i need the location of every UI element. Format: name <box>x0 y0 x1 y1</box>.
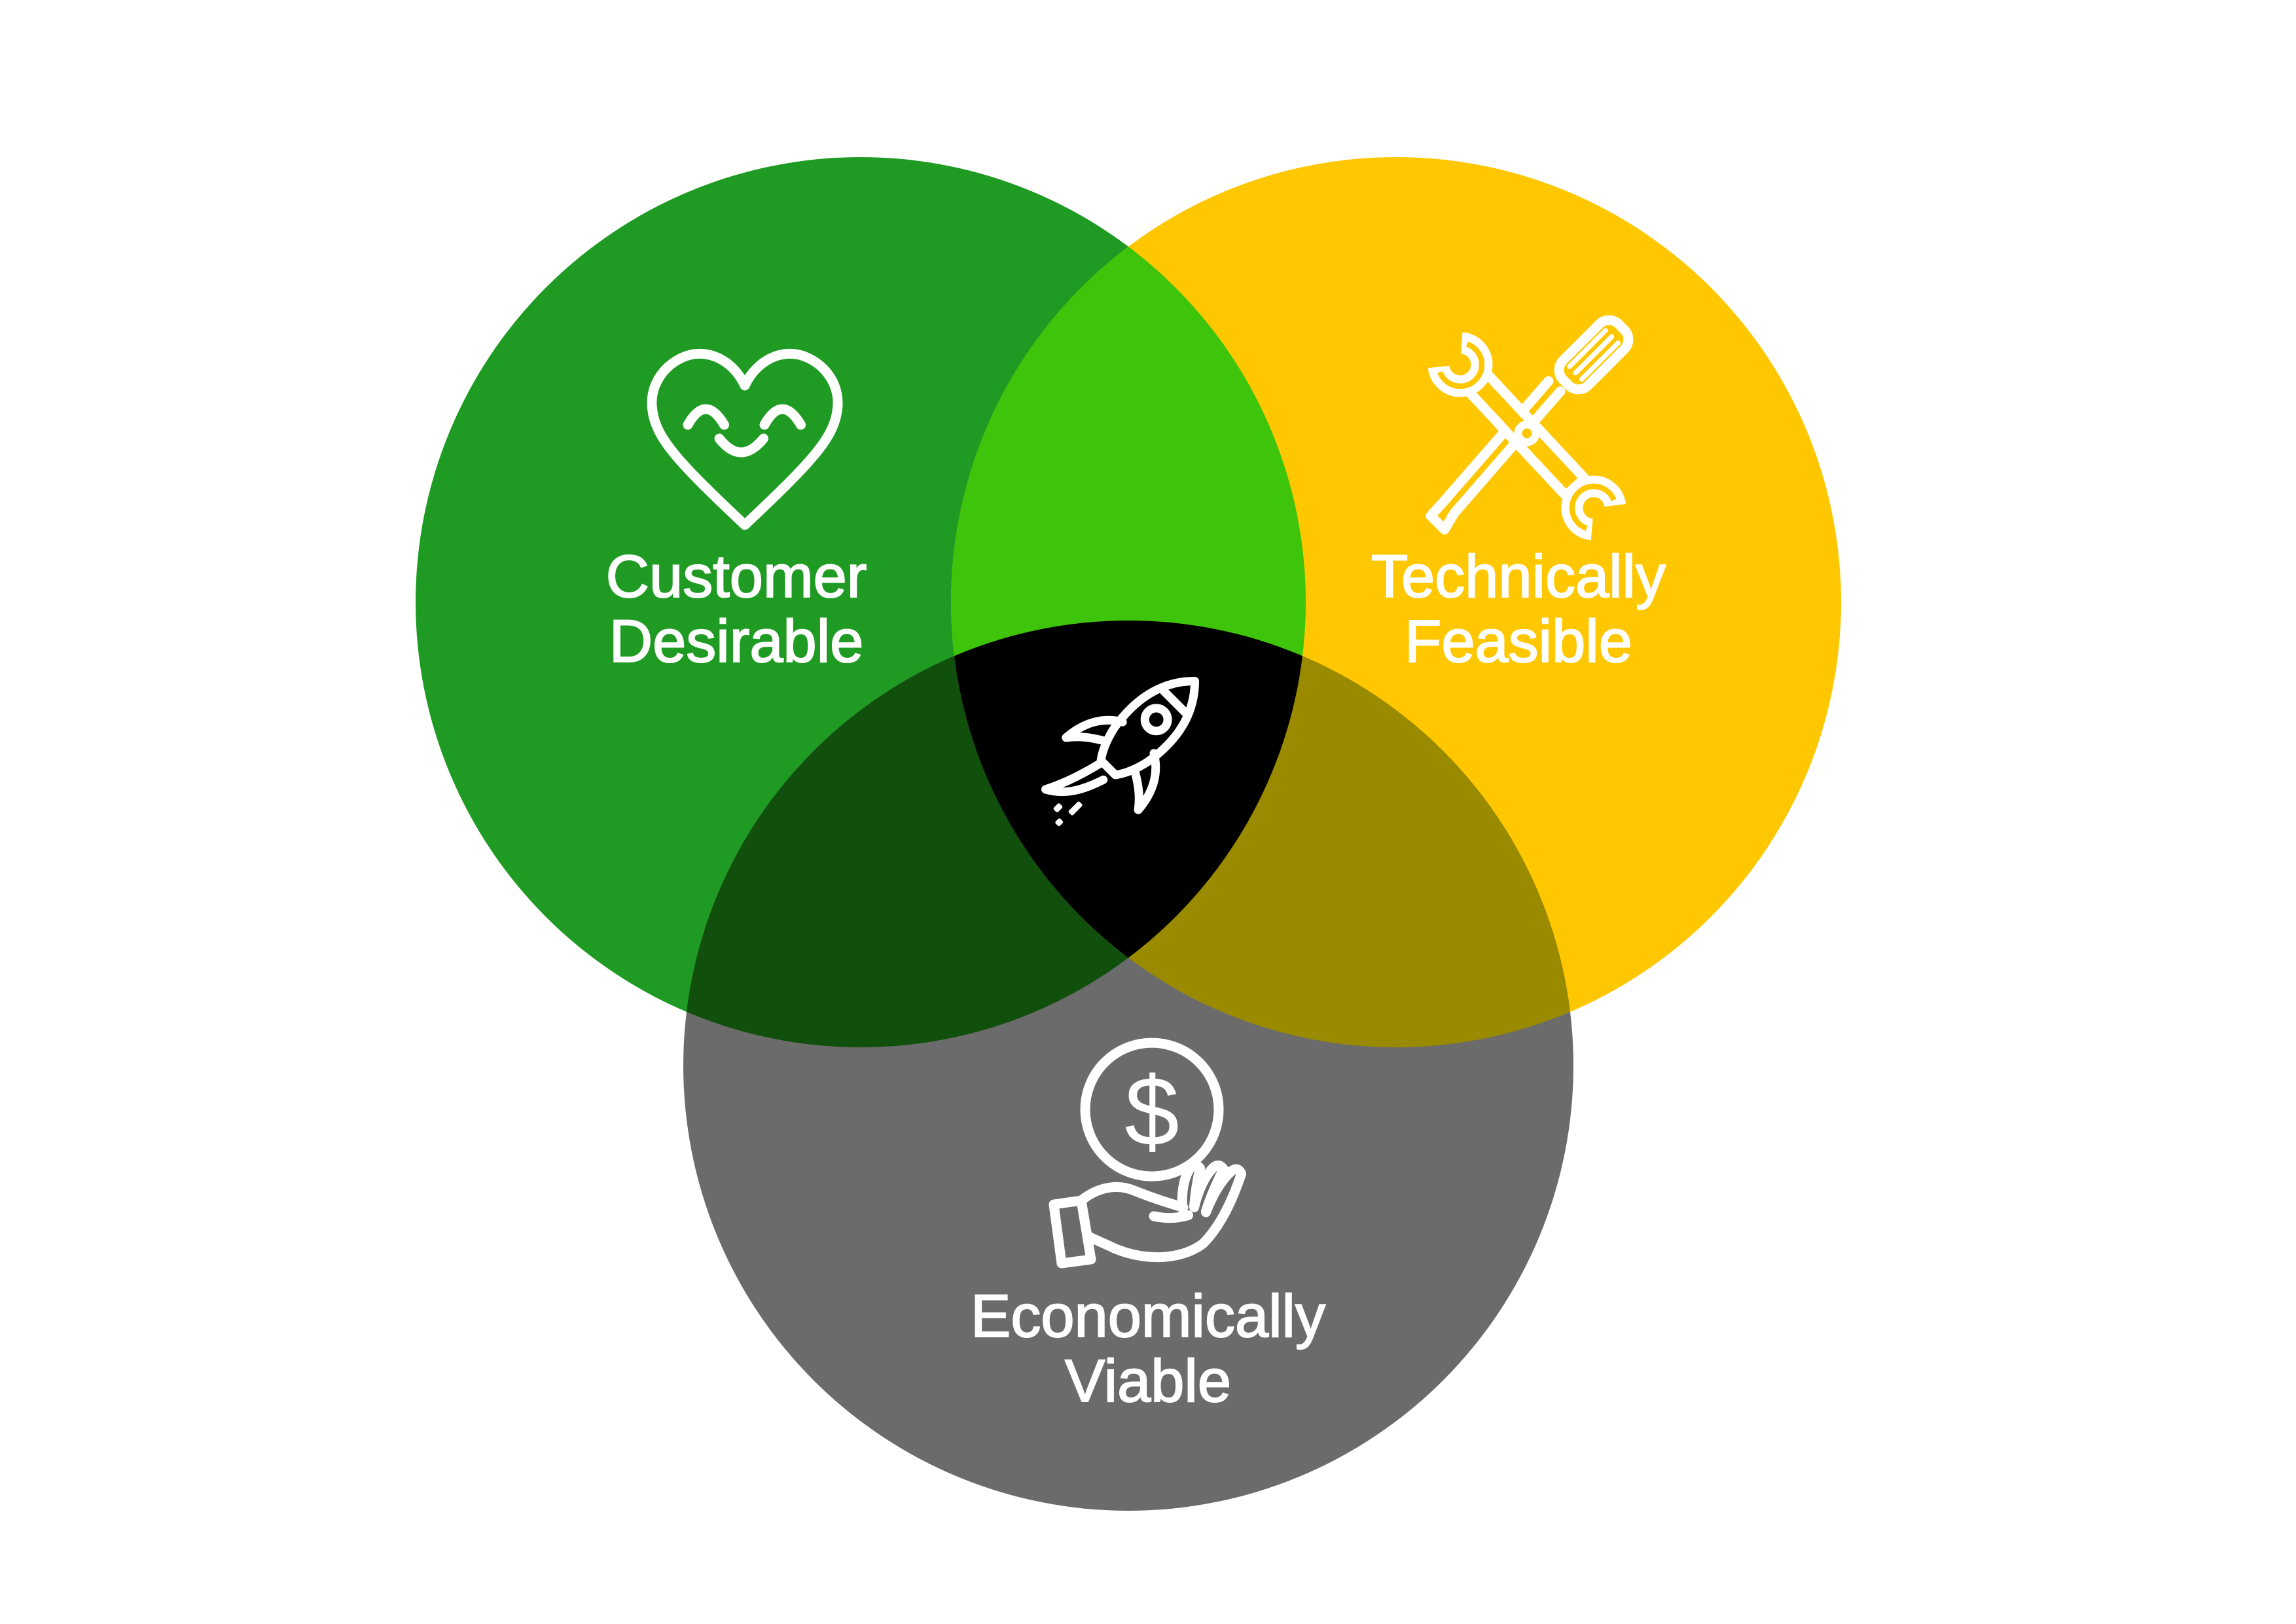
label-line: Economically <box>970 1283 1326 1350</box>
venn-regions <box>416 157 1841 1511</box>
screwdriver-icon-part <box>1426 315 1634 535</box>
label-line: Technically <box>1371 543 1666 610</box>
smiling-heart-icon <box>647 348 843 530</box>
wrench-icon-part <box>1427 332 1626 541</box>
label-line: Feasible <box>1404 608 1633 675</box>
dollar-hand-icon: $ <box>1049 1038 1246 1269</box>
customer-desirable-label: Customer Desirable <box>540 543 933 675</box>
technically-feasible-label: Technically Feasible <box>1322 543 1715 675</box>
label-line: Desirable <box>609 608 865 675</box>
dollar-symbol: $ <box>1124 1056 1179 1166</box>
label-line: Viable <box>1064 1348 1232 1415</box>
dollar-coin-icon <box>1080 1038 1224 1182</box>
wrench-screwdriver-icon <box>1426 315 1634 541</box>
center-overlap-region <box>951 621 1306 1047</box>
label-line: Customer <box>605 543 868 610</box>
wrench-hole <box>1514 420 1540 446</box>
economically-viable-label: Economically Viable <box>952 1283 1344 1415</box>
rocket-icon <box>1041 676 1200 827</box>
open-hand-icon <box>1049 1160 1246 1269</box>
